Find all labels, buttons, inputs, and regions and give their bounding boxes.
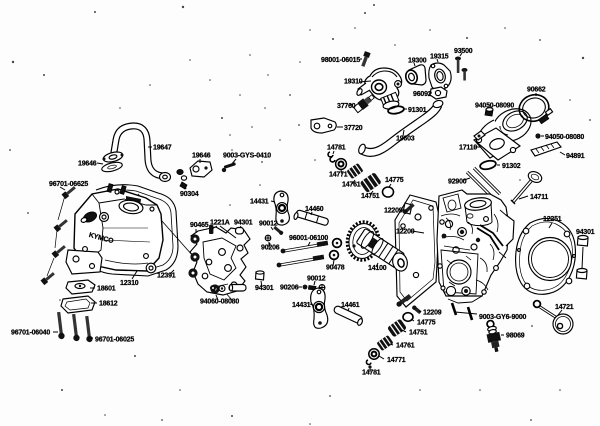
svg-text:96701-06625: 96701-06625 (49, 181, 88, 188)
svg-text:14761: 14761 (396, 343, 415, 350)
svg-text:90304: 90304 (180, 191, 199, 198)
svg-text:14431: 14431 (292, 302, 311, 309)
svg-text:12209: 12209 (384, 208, 403, 215)
svg-text:94891: 94891 (566, 153, 585, 160)
svg-text:93500: 93500 (454, 48, 473, 55)
svg-text:12391: 12391 (157, 273, 176, 280)
svg-text:14711: 14711 (530, 194, 548, 201)
svg-text:91301: 91301 (408, 107, 427, 114)
svg-text:19310: 19310 (344, 79, 363, 86)
svg-text:9003-GYS-0410: 9003-GYS-0410 (223, 153, 271, 160)
svg-text:94060-08080: 94060-08080 (200, 299, 239, 306)
svg-text:12251: 12251 (543, 216, 562, 223)
svg-text:14781: 14781 (327, 145, 346, 152)
svg-text:94301: 94301 (234, 220, 253, 227)
svg-text:94301: 94301 (255, 285, 274, 292)
svg-text:19646: 19646 (192, 153, 211, 160)
svg-text:90478: 90478 (326, 265, 345, 272)
svg-text:94301: 94301 (576, 229, 595, 236)
svg-text:14751: 14751 (409, 330, 428, 337)
svg-text:98069: 98069 (506, 333, 525, 340)
svg-text:17110: 17110 (459, 145, 477, 152)
svg-text:96001-06100: 96001-06100 (289, 235, 328, 242)
svg-text:14775: 14775 (417, 320, 436, 327)
svg-text:14431: 14431 (250, 199, 269, 206)
svg-text:18612: 18612 (99, 301, 118, 308)
svg-text:91302: 91302 (502, 163, 521, 170)
svg-text:14771: 14771 (329, 172, 348, 179)
svg-text:19646: 19646 (78, 161, 97, 168)
svg-text:14775: 14775 (385, 177, 404, 184)
svg-text:9003-GY6-9000: 9003-GY6-9000 (479, 314, 527, 321)
svg-text:94050-08090: 94050-08090 (475, 103, 514, 110)
svg-text:19647: 19647 (153, 145, 172, 152)
svg-text:14761: 14761 (342, 182, 361, 189)
svg-text:94050-08080: 94050-08080 (545, 134, 584, 141)
svg-text:14771: 14771 (387, 357, 406, 364)
svg-text:19300: 19300 (408, 58, 427, 65)
svg-text:92900: 92900 (448, 179, 467, 186)
svg-text:19315: 19315 (430, 54, 449, 61)
svg-text:14781: 14781 (362, 370, 381, 377)
svg-text:96092: 96092 (413, 91, 432, 98)
svg-text:12209: 12209 (423, 310, 442, 317)
svg-text:14751: 14751 (361, 193, 380, 200)
svg-text:37760: 37760 (337, 103, 356, 110)
svg-text:14461: 14461 (341, 302, 360, 309)
svg-text:98001-06015: 98001-06015 (321, 57, 360, 64)
svg-text:12200: 12200 (396, 229, 415, 236)
svg-text:90012: 90012 (259, 221, 278, 228)
svg-text:18601: 18601 (97, 286, 116, 293)
svg-text:12310: 12310 (120, 280, 139, 287)
svg-text:14721: 14721 (555, 304, 574, 311)
svg-text:90206: 90206 (280, 285, 299, 292)
svg-text:14100: 14100 (368, 265, 387, 272)
svg-text:90662: 90662 (527, 87, 546, 94)
svg-text:90206: 90206 (261, 245, 280, 252)
svg-text:90465: 90465 (190, 222, 209, 229)
svg-text:14460: 14460 (305, 206, 324, 213)
svg-text:37720: 37720 (344, 125, 363, 132)
svg-text:1221A: 1221A (210, 220, 230, 227)
svg-text:90012: 90012 (307, 276, 326, 283)
svg-text:96701-06040: 96701-06040 (11, 330, 50, 337)
svg-text:19603: 19603 (396, 136, 415, 143)
svg-text:96701-06025: 96701-06025 (95, 337, 134, 344)
